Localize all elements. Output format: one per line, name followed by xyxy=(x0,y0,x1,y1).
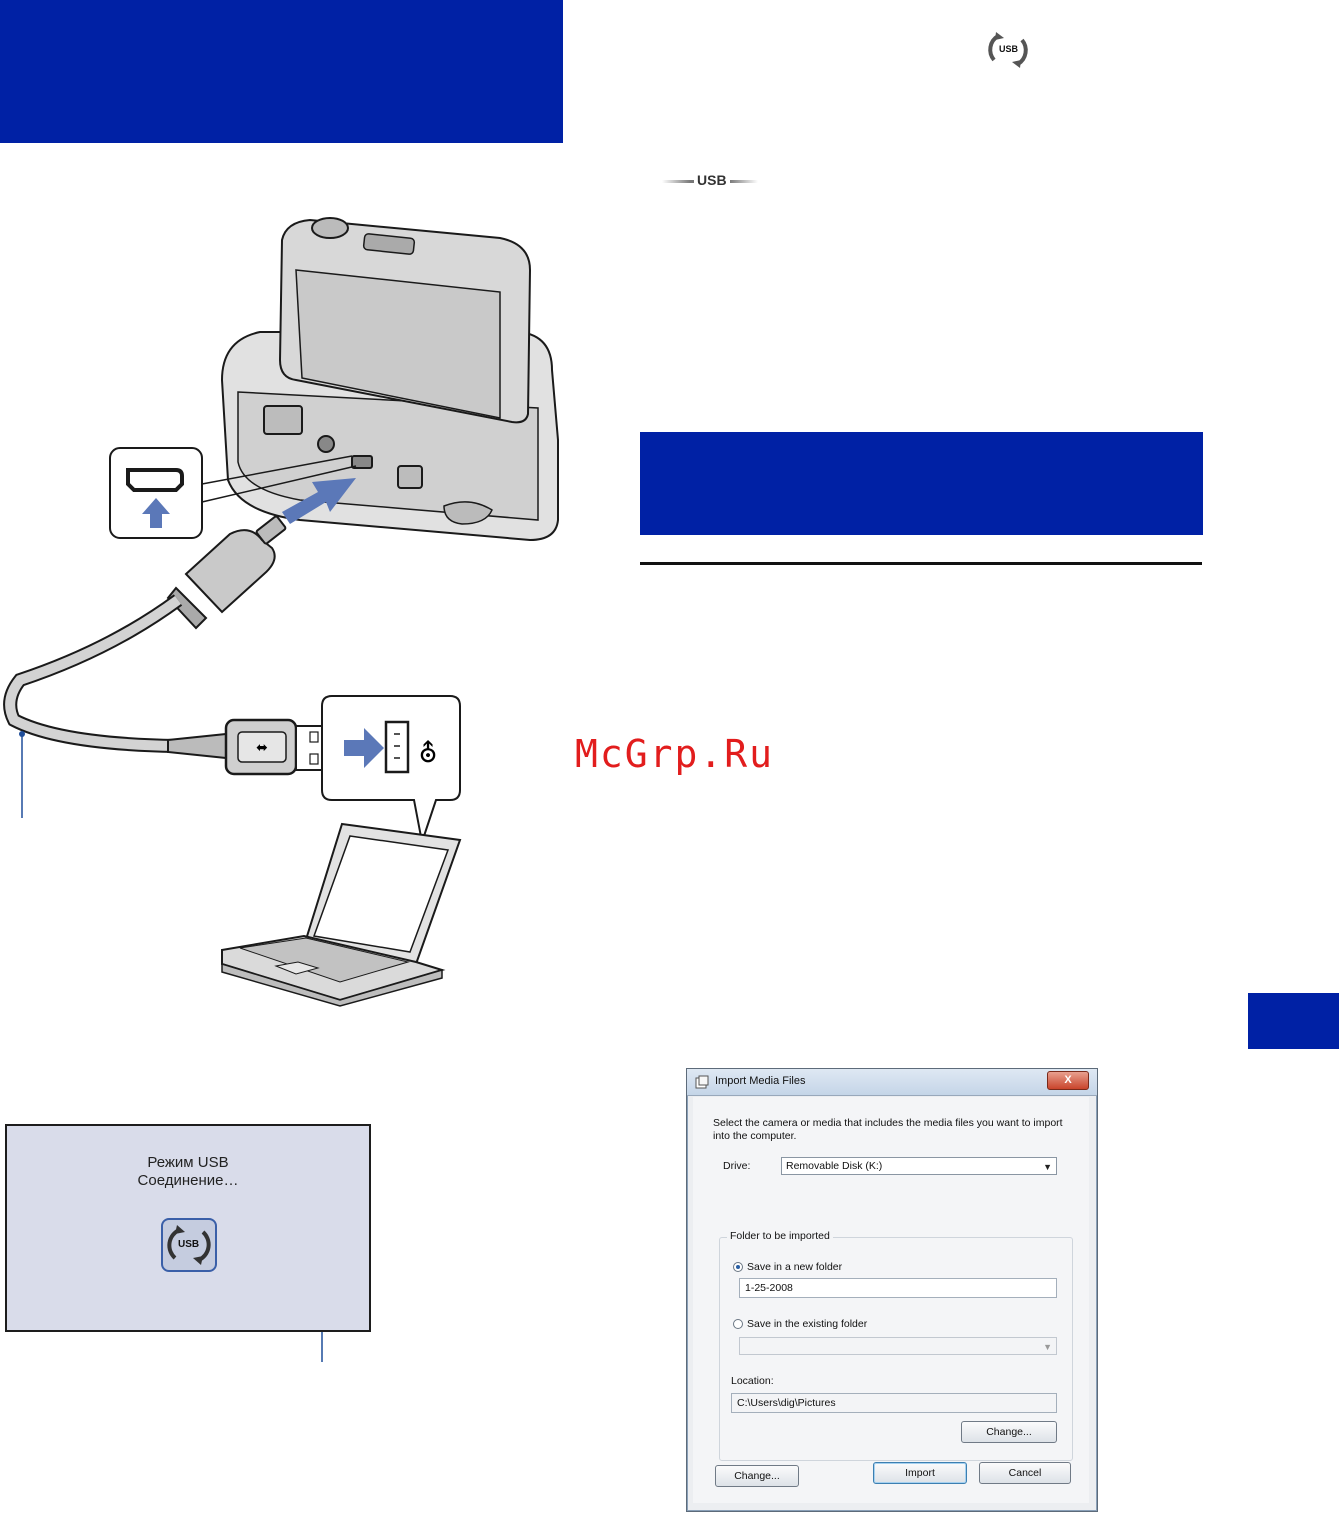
lcd-line-2: Соединение… xyxy=(137,1172,239,1189)
change-location-button[interactable]: Change... xyxy=(961,1421,1057,1443)
change-bottom-button[interactable]: Change... xyxy=(715,1465,799,1487)
folder-group-label: Folder to be imported xyxy=(727,1230,833,1242)
drive-label: Drive: xyxy=(723,1160,751,1172)
usb-bar-text: USB xyxy=(694,172,730,188)
camera-lcd-screen: Режим USB Соединение… USB xyxy=(5,1124,371,1332)
lcd-usb-icon-label: USB xyxy=(178,1239,200,1250)
radio-save-new-folder-label[interactable]: Save in a new folder xyxy=(747,1261,843,1273)
close-button[interactable]: X xyxy=(1047,1071,1089,1090)
folder-group xyxy=(719,1237,1073,1461)
dialog-description: Select the camera or media that includes… xyxy=(713,1117,1063,1142)
dialog-app-icon xyxy=(695,1075,709,1089)
usb-bar-label: USB xyxy=(662,172,758,192)
watermark: McGrp.Ru xyxy=(575,732,775,776)
svg-text:⬌: ⬌ xyxy=(256,740,268,756)
dropdown-arrow-icon: ▼ xyxy=(1043,1342,1052,1352)
drive-select-value: Removable Disk (K:) xyxy=(786,1160,883,1172)
dropdown-arrow-icon: ▼ xyxy=(1043,1162,1052,1172)
lcd-usb-icon: USB xyxy=(161,1218,217,1272)
side-tab xyxy=(1248,993,1339,1049)
dialog-title-bar[interactable]: Import Media Files X xyxy=(687,1069,1097,1096)
location-field: C:\Users\dig\Pictures xyxy=(731,1393,1057,1413)
usb-mode-icon: USB xyxy=(986,30,1030,70)
section-header-band xyxy=(640,432,1203,535)
drive-select[interactable]: Removable Disk (K:) ▼ xyxy=(781,1157,1057,1175)
lcd-line-1: Режим USB xyxy=(147,1154,229,1171)
svg-text:⛢: ⛢ xyxy=(418,739,437,769)
dialog-title: Import Media Files xyxy=(715,1075,806,1087)
dialog-body: Select the camera or media that includes… xyxy=(693,1097,1089,1503)
radio-save-existing-folder[interactable] xyxy=(733,1319,743,1329)
existing-folder-select[interactable]: ▼ xyxy=(739,1337,1057,1355)
import-media-files-dialog: Import Media Files X Select the camera o… xyxy=(686,1068,1098,1512)
usb-mode-icon-label: USB xyxy=(999,44,1019,54)
title-band xyxy=(0,0,563,143)
radio-save-existing-folder-label[interactable]: Save in the existing folder xyxy=(747,1318,868,1330)
radio-save-new-folder[interactable] xyxy=(733,1262,743,1272)
section-divider xyxy=(640,562,1202,565)
location-label: Location: xyxy=(731,1375,774,1387)
cancel-button[interactable]: Cancel xyxy=(979,1462,1071,1484)
import-button[interactable]: Import xyxy=(873,1462,967,1484)
new-folder-input[interactable]: 1-25-2008 xyxy=(739,1278,1057,1298)
